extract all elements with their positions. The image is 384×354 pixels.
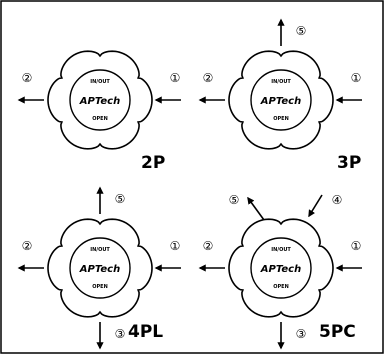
knob-bottom-mark: OPEN (273, 116, 289, 122)
port-5-label: ⑤ (229, 193, 240, 207)
valve-knob: IN/OUT APTech OPEN (47, 218, 153, 318)
port-1-label: ① (351, 71, 362, 85)
valve-3p: IN/OUT APTech OPEN ① ② ⑤ 3P (198, 18, 362, 173)
valve-5pc: IN/OUT APTech OPEN ① ② ③ ④ ⑤ 5PC (198, 193, 362, 350)
port-5-label: ⑤ (296, 24, 307, 38)
brand-logo-text: APTech (260, 96, 301, 107)
valve-2p: IN/OUT APTech OPEN ① ② 2P (17, 50, 181, 173)
port-4-arrow (308, 194, 323, 218)
knob-bottom-mark: OPEN (92, 116, 108, 122)
port-2-label: ② (203, 71, 214, 85)
port-1-label: ① (170, 71, 181, 85)
valve-type-label: 4PL (128, 322, 163, 342)
knob-bottom-mark: OPEN (92, 284, 108, 290)
valve-knob: IN/OUT APTech OPEN (47, 50, 153, 150)
knob-top-mark: IN/OUT (271, 247, 291, 253)
brand-logo-text: APTech (260, 264, 301, 275)
brand-logo-text: APTech (79, 96, 120, 107)
port-4-label: ④ (332, 193, 343, 207)
valve-knob: IN/OUT APTech OPEN (228, 218, 334, 318)
knob-top-mark: IN/OUT (271, 79, 291, 85)
port-1-label: ① (170, 239, 181, 253)
port-3-label: ③ (115, 327, 126, 341)
valve-4pl: IN/OUT APTech OPEN ① ② ③ ⑤ 4PL (17, 186, 181, 350)
port-1-label: ① (351, 239, 362, 253)
brand-logo-text: APTech (79, 264, 120, 275)
knob-bottom-mark: OPEN (273, 284, 289, 290)
knob-top-mark: IN/OUT (90, 247, 110, 253)
valve-type-label: 2P (141, 153, 165, 173)
port-2-label: ② (22, 239, 33, 253)
port-5-arrow (247, 196, 265, 221)
valve-knob: IN/OUT APTech OPEN (228, 50, 334, 150)
valve-type-label: 5PC (319, 322, 356, 342)
port-2-label: ② (203, 239, 214, 253)
port-5-label: ⑤ (115, 192, 126, 206)
port-2-label: ② (22, 71, 33, 85)
knob-top-mark: IN/OUT (90, 79, 110, 85)
port-3-label: ③ (296, 327, 307, 341)
valve-type-label: 3P (337, 153, 361, 173)
